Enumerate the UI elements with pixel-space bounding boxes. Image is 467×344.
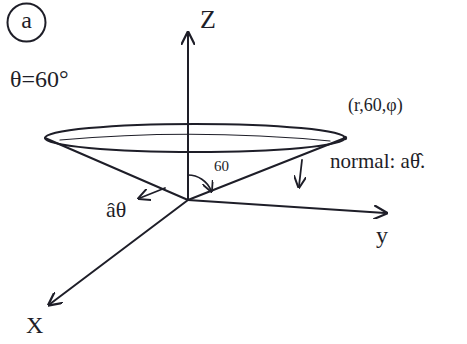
axis-label: X bbox=[26, 312, 43, 338]
unit-vector-arrow bbox=[140, 188, 165, 198]
angle-label: θ=60° bbox=[10, 66, 69, 92]
normal-arrow bbox=[299, 160, 302, 186]
node-text: a bbox=[21, 7, 32, 33]
circled-part-label: a bbox=[6, 2, 47, 43]
point-dot bbox=[343, 136, 347, 140]
unit-vector-label: âθ bbox=[106, 198, 126, 222]
axis-label: Z bbox=[200, 6, 216, 35]
coordinate-label: (r,60,φ) bbox=[348, 96, 403, 116]
y-axis bbox=[188, 200, 385, 213]
circle-outline bbox=[8, 4, 46, 42]
angle-arc bbox=[188, 175, 211, 190]
cone-edge bbox=[45, 138, 188, 200]
angle-value: 60 bbox=[214, 158, 229, 175]
cone-rim bbox=[45, 124, 345, 152]
cone-edge bbox=[188, 138, 345, 200]
axis-label: y bbox=[376, 222, 388, 248]
rim-sketch bbox=[60, 134, 330, 141]
normal-label: normal: aθ̂. bbox=[330, 150, 425, 173]
